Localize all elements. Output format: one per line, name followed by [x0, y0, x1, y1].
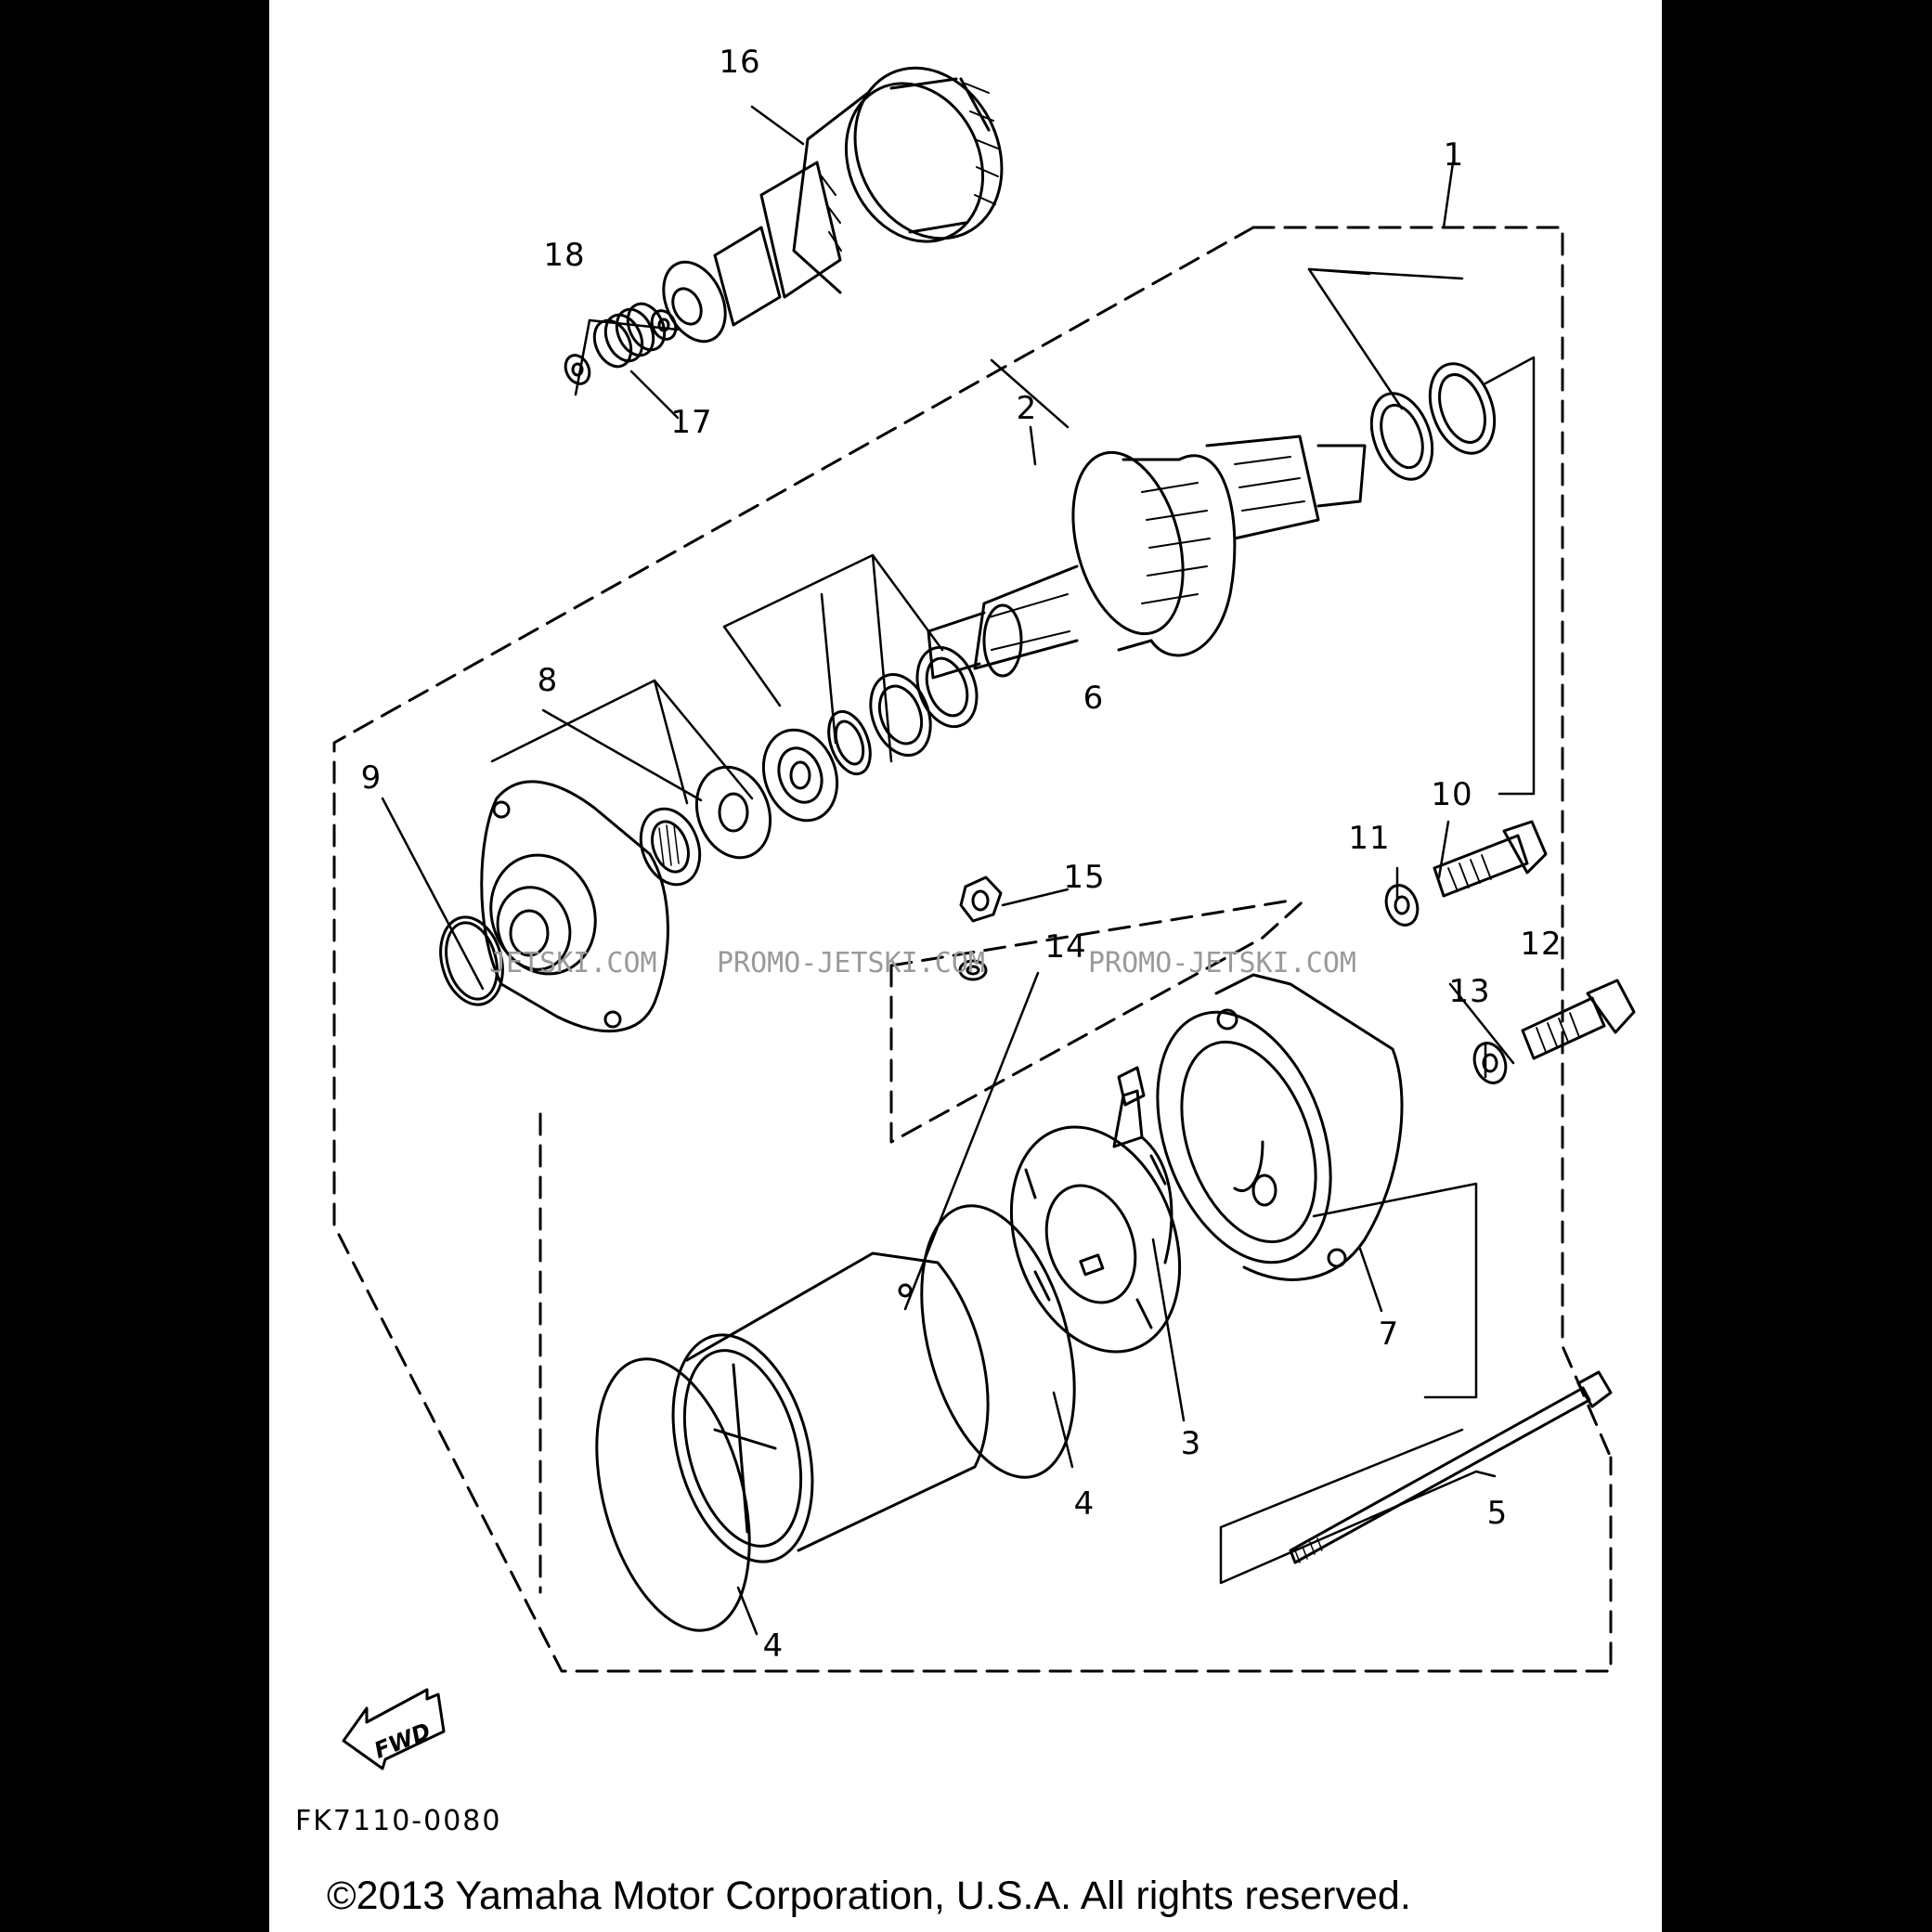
callout-1: 1 [1443, 136, 1465, 174]
part-6-shims-and-bearing [694, 645, 979, 860]
callout-10: 10 [1431, 776, 1473, 813]
callout-14: 14 [1044, 928, 1087, 966]
callout-4: 4 [1073, 1485, 1096, 1523]
callout-17: 17 [670, 404, 713, 441]
part-9-o-ring [439, 915, 504, 1006]
part-8-bearing [639, 807, 702, 887]
callout-15: 15 [1063, 859, 1106, 896]
watermark: PROMO-JETSKI.COM [1088, 947, 1356, 979]
callout-12: 12 [1520, 926, 1562, 963]
callout-8: 8 [537, 662, 559, 699]
part-15-nut [959, 875, 1003, 923]
callout-11: 11 [1348, 820, 1391, 857]
washer-set-upper [1369, 362, 1497, 481]
callout-7: 7 [1378, 1316, 1400, 1353]
fwd-arrow-icon: FWD [342, 1688, 446, 1770]
part-14-washer [958, 959, 988, 981]
callout-leader-lines [381, 105, 1536, 1636]
yoke-housing [671, 1251, 990, 1563]
watermark: JETSKI.COM [489, 947, 657, 979]
part-12-bolt [1521, 979, 1636, 1060]
callout-18: 18 [543, 237, 586, 274]
diagram-code: FK7110-0080 [295, 1805, 502, 1837]
part-5-through-bolt [1289, 1370, 1613, 1564]
callout-2: 2 [1016, 390, 1038, 427]
front-cover-bracket [480, 780, 669, 1033]
callout-13: 13 [1448, 973, 1491, 1010]
part-4-gasket-front [595, 1357, 751, 1632]
callout-6: 6 [1083, 680, 1105, 717]
callout-3: 3 [1180, 1425, 1202, 1462]
callout-16: 16 [719, 44, 761, 81]
part-2-armature [927, 434, 1367, 680]
part-3-brush-holder [1009, 1066, 1182, 1354]
part-16-starter-drive [662, 66, 1004, 344]
copyright-notice: ©2013 Yamaha Motor Corporation, U.S.A. A… [327, 1874, 1411, 1918]
part-13-washer [1472, 1042, 1508, 1084]
watermark: PROMO-JETSKI.COM [717, 947, 985, 979]
part-17-spring [592, 302, 667, 369]
part-4-gasket-rear [920, 1204, 1076, 1479]
callout-9: 9 [360, 759, 383, 797]
fwd-label: FWD [370, 1718, 434, 1763]
callout-5: 5 [1486, 1495, 1509, 1532]
assembly-outline-dashed [332, 226, 1613, 1673]
part-10-bolt [1433, 820, 1548, 898]
part-7-rear-cover [1156, 973, 1404, 1281]
callout-4: 4 [762, 1627, 784, 1665]
part-18-washers [564, 309, 678, 385]
part-11-washer [1384, 884, 1420, 927]
